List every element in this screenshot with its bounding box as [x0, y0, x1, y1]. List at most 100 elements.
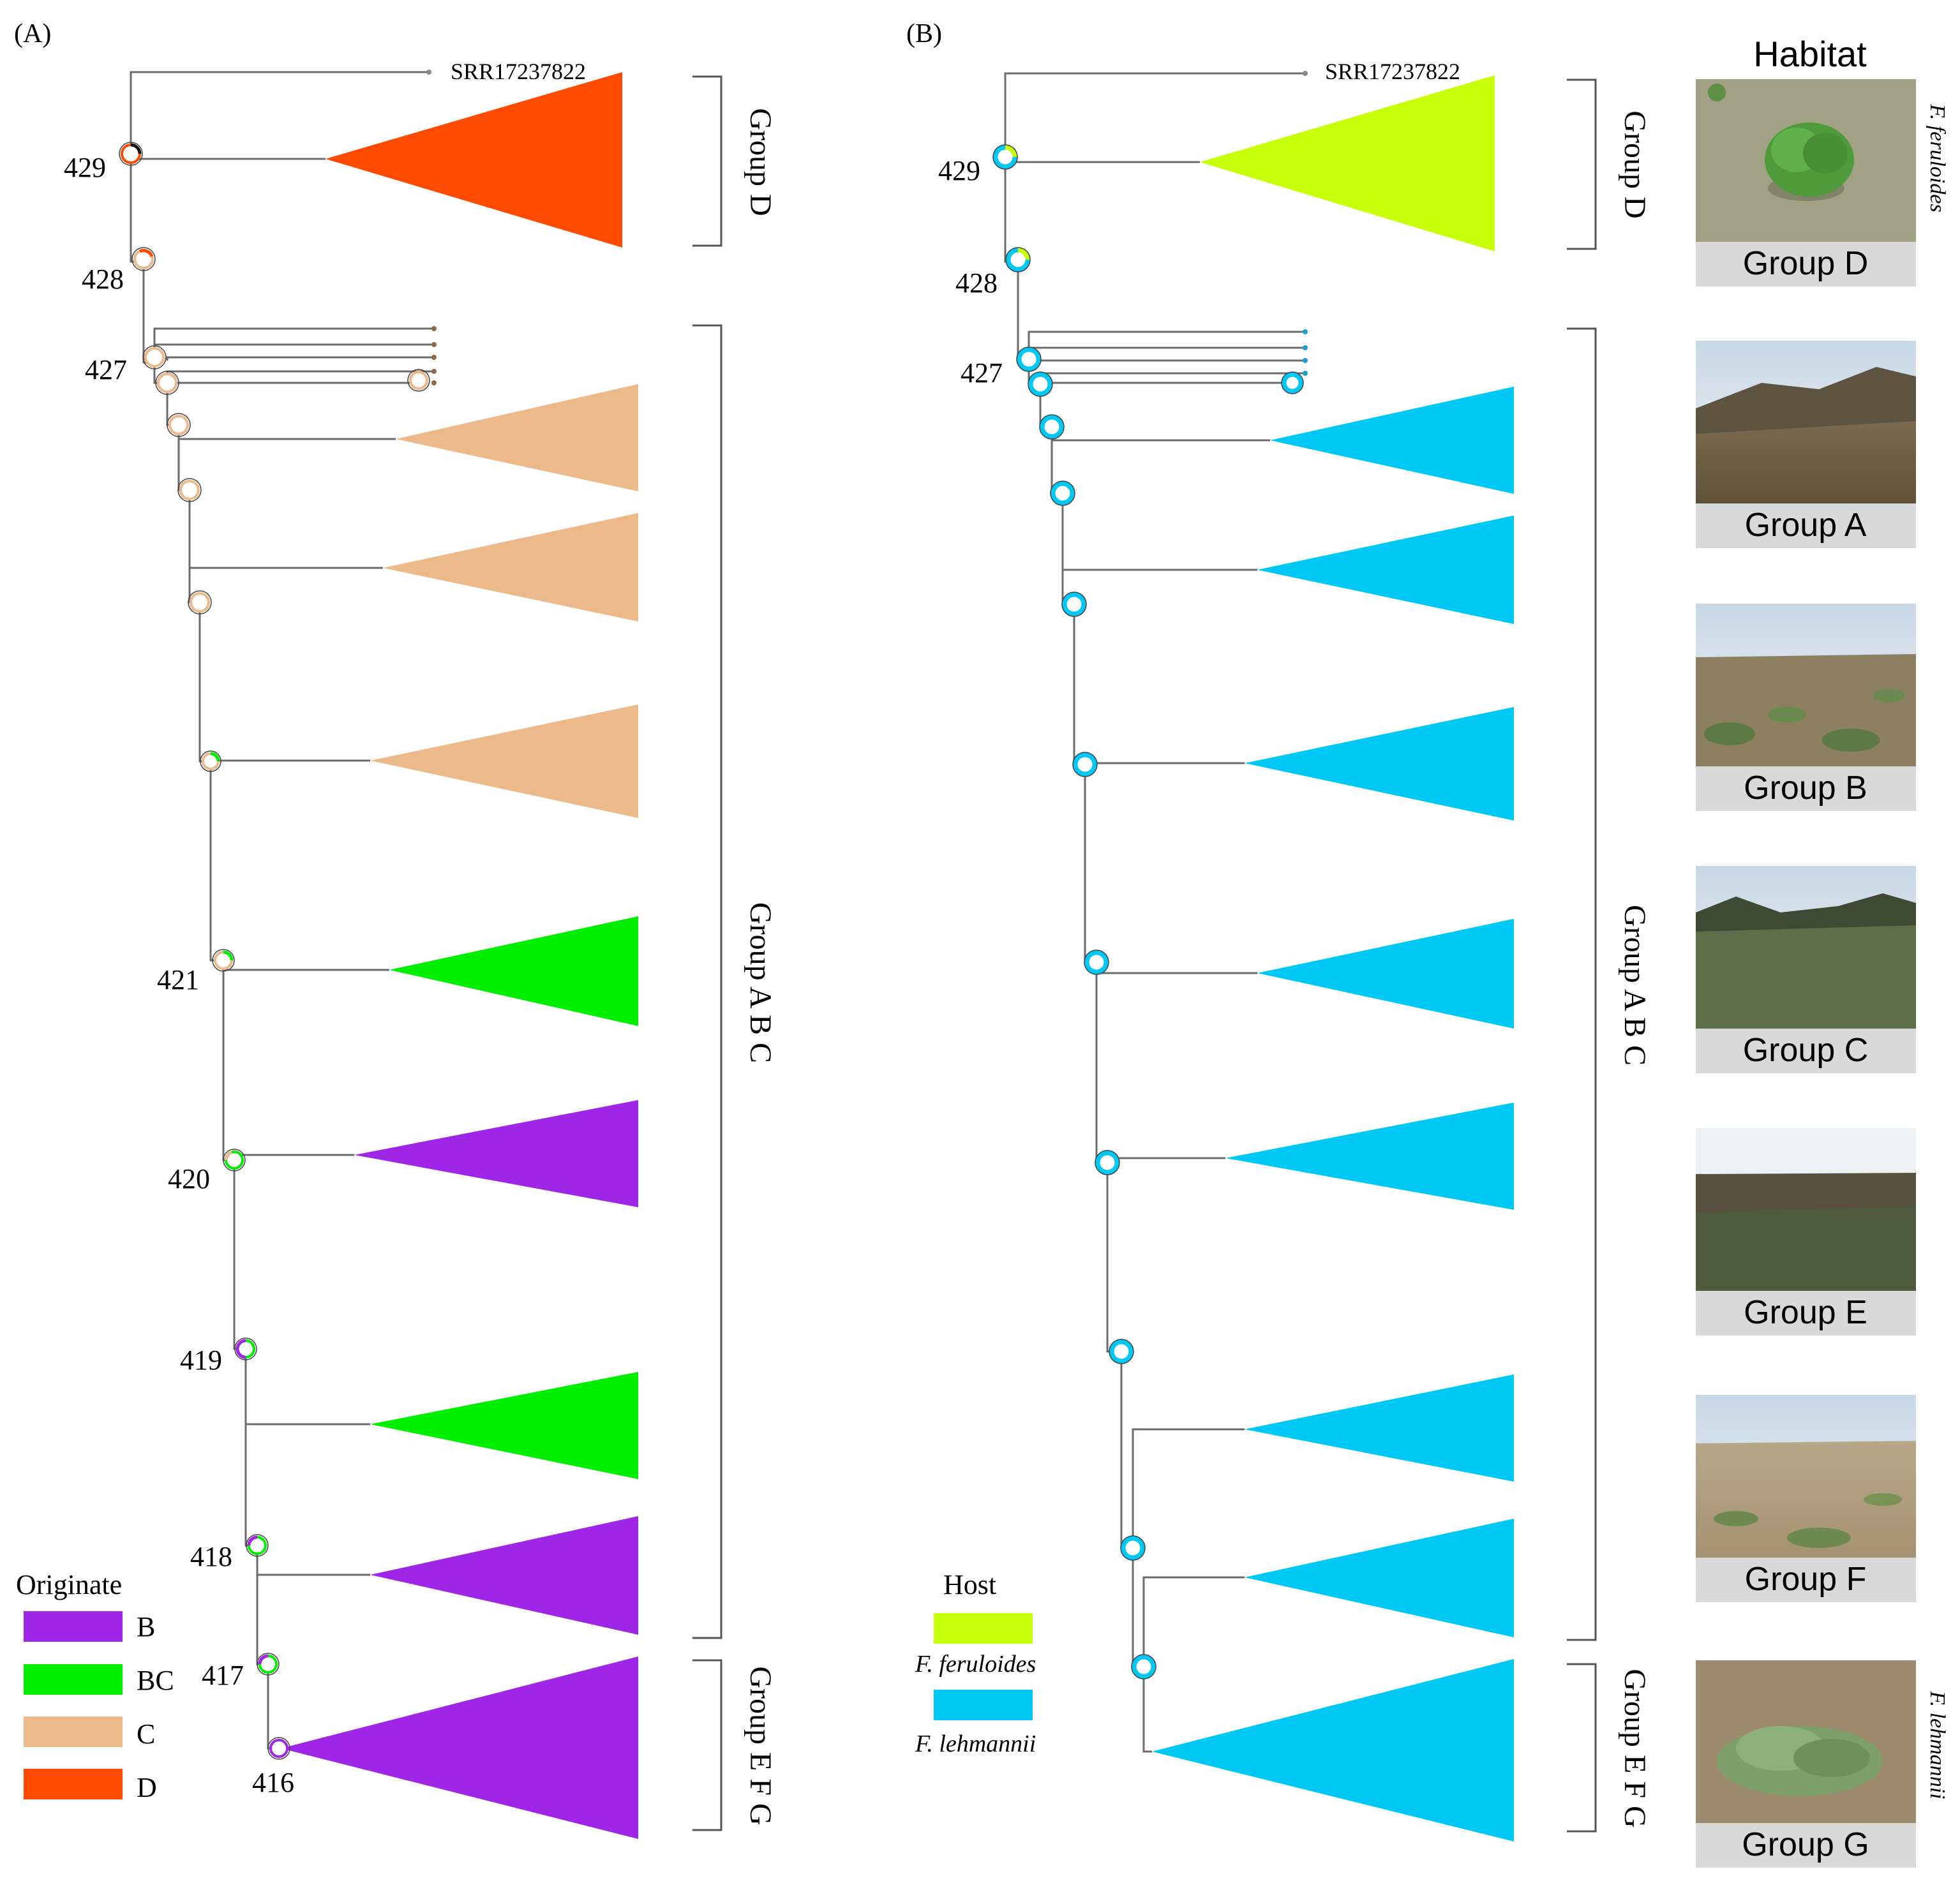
habitat-title: Habitat [1753, 34, 1867, 74]
panel-a-label: (A) [14, 19, 51, 48]
pie-418 [246, 1534, 269, 1557]
legend-b-swatch-feruloides [934, 1613, 1033, 1644]
panel-a-group-efg-label: Group E F G [744, 1666, 777, 1825]
panel-b-tip-dots [1303, 71, 1308, 376]
pie-b-422 [1073, 752, 1097, 777]
legend-b-swatch-lehmannii [934, 1690, 1033, 1720]
panel-b-outgroup-label: SRR17237822 [1325, 59, 1460, 84]
pie-b-427 [1017, 347, 1041, 371]
legend-a-label-c: C [137, 1718, 155, 1750]
pie-426 [155, 371, 179, 395]
panel-a-outgroup-label: SRR17237822 [451, 59, 586, 84]
panel-b-clades [1152, 75, 1514, 1842]
clade-b-8 [1152, 1659, 1514, 1842]
panel-b-group-d-label: Group D [1618, 110, 1652, 218]
panel-b-group-abc-label: Group A B C [1618, 905, 1652, 1066]
habitat-label-group-f: Group F [1745, 1561, 1867, 1598]
legend-a-label-bc: BC [137, 1665, 174, 1696]
legend-a-swatch-bc [24, 1664, 123, 1695]
panel-a-brackets [692, 75, 722, 1831]
node-421: 421 [157, 964, 199, 995]
panel-b-node-pies [992, 144, 1304, 1679]
pie-417 [257, 1653, 280, 1676]
habitat-label-group-e: Group E [1744, 1294, 1867, 1331]
habitat-photo-group-f: Group F [1696, 1395, 1916, 1602]
node-419: 419 [180, 1344, 222, 1376]
clade-b-group-d [1200, 75, 1495, 251]
clade-b-7 [1245, 1519, 1514, 1637]
habitat-photo-group-c: Group C [1696, 866, 1916, 1073]
panel-b-label: (B) [906, 19, 942, 48]
clade-b-2 [1257, 516, 1514, 624]
pie-b-423 [1062, 592, 1086, 616]
pie-tip-small [407, 369, 430, 392]
legend-a-swatch-b [24, 1611, 123, 1642]
panel-b-group-efg-label: Group E F G [1618, 1669, 1652, 1827]
pie-b-419 [1109, 1339, 1133, 1364]
panel-a-node-pies [119, 142, 430, 1760]
pie-b-429 [992, 144, 1018, 170]
pie-416 [267, 1737, 290, 1760]
node-428: 428 [82, 264, 124, 295]
habitat-photo-group-d: Group D [1696, 79, 1916, 287]
pie-420 [223, 1149, 246, 1172]
clade-c-3 [370, 704, 638, 818]
habitat-column: Habitat Group D F. feruloides Group A [1696, 34, 1949, 1868]
panel-b: (B) [906, 19, 1652, 1842]
pie-b-420 [1095, 1150, 1119, 1175]
pie-424 [177, 478, 202, 502]
pie-428 [131, 247, 156, 271]
legend-a-title: Originate [16, 1569, 122, 1600]
clade-b-5 [1225, 1103, 1514, 1210]
panel-a-branches [130, 71, 434, 1750]
clade-group-d [325, 72, 622, 248]
pie-429 [119, 142, 143, 166]
clade-c-1 [396, 384, 638, 491]
legend-a-label-d: D [137, 1772, 157, 1803]
habitat-side-lehmannii: F. lehmannii [1926, 1690, 1949, 1799]
node-429: 429 [64, 152, 106, 183]
node-b-428: 428 [955, 267, 998, 299]
habitat-label-group-d: Group D [1743, 245, 1869, 282]
pie-b-418 [1121, 1536, 1145, 1560]
node-b-427: 427 [961, 357, 1003, 389]
legend-a-swatch-d [24, 1769, 123, 1799]
legend-b-label-feruloides: F. feruloides [915, 1651, 1036, 1678]
panel-a-legend: Originate B BC C D [16, 1569, 174, 1803]
legend-b-title: Host [943, 1569, 996, 1600]
node-420: 420 [168, 1163, 210, 1195]
panel-a-node-numbers: 429 428 427 421 420 419 418 417 416 [64, 152, 294, 1798]
node-416: 416 [252, 1767, 294, 1798]
habitat-label-group-b: Group B [1744, 770, 1867, 807]
pie-b-tip [1282, 372, 1303, 394]
panel-a-clades [281, 72, 638, 1839]
clade-b-1 [354, 1100, 638, 1207]
panel-b-legend: Host F. feruloides F. lehmannii [915, 1569, 1036, 1757]
clade-b-6 [1245, 1374, 1514, 1482]
pie-b-425 [1040, 415, 1064, 439]
panel-a-tip-dots [426, 70, 437, 385]
pie-423 [188, 590, 212, 614]
pie-419 [234, 1337, 257, 1360]
pie-421 [212, 949, 235, 972]
habitat-photo-group-e: Group E [1696, 1128, 1916, 1336]
habitat-photo-group-a: Group A [1696, 341, 1916, 548]
habitat-label-group-g: Group G [1742, 1826, 1869, 1863]
clade-bc-1 [389, 916, 638, 1026]
habitat-label-group-a: Group A [1745, 507, 1867, 544]
panel-b-node-numbers: 429 428 427 [938, 155, 1003, 389]
clade-b-3 [281, 1656, 638, 1839]
clade-b-4 [1257, 919, 1514, 1029]
habitat-side-feruloides: F. feruloides [1926, 103, 1949, 212]
clade-bc-2 [370, 1372, 638, 1479]
clade-b-2 [370, 1516, 638, 1635]
pie-b-421 [1084, 950, 1109, 974]
node-b-429: 429 [938, 155, 980, 186]
legend-a-label-b: B [137, 1611, 155, 1642]
node-418: 418 [190, 1541, 232, 1572]
habitat-photo-group-g: Group G [1696, 1660, 1916, 1868]
pie-b-426 [1028, 372, 1052, 396]
legend-a-swatch-c [24, 1716, 123, 1747]
pie-427 [142, 345, 167, 369]
